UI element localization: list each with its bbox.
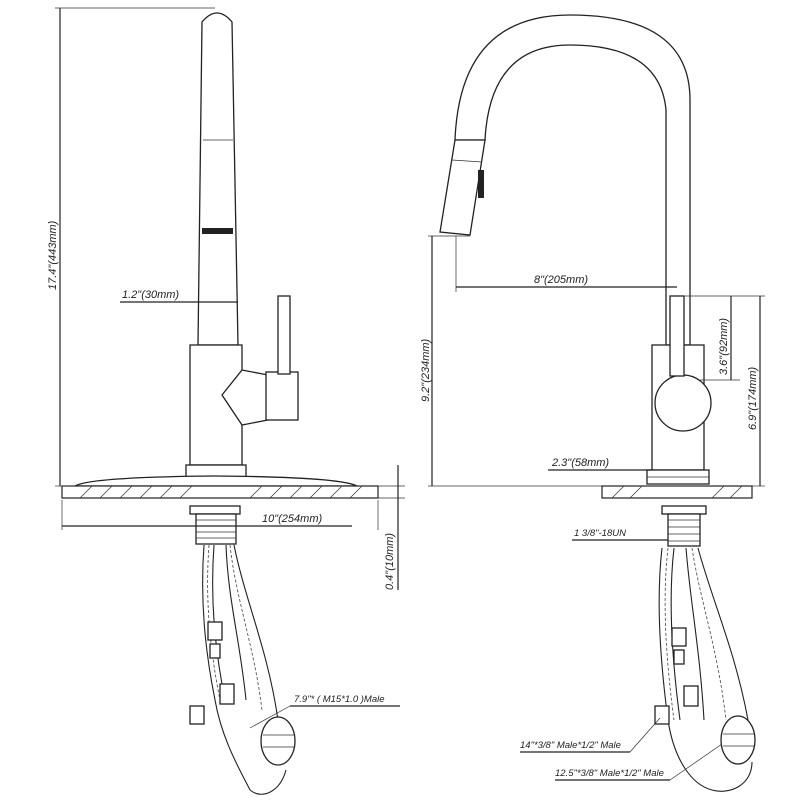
left-spray-ring [202,228,233,234]
right-hose1-label: 14"*3/8" Male*1/2" Male [520,740,621,751]
left-height-label: 17.4"(443mm) [47,220,59,290]
right-faucet-view [428,14,765,792]
right-spray-head [439,139,486,236]
left-hose-label: 7.9"* ( M15*1.0 )Male [294,694,385,705]
right-handle-label: 3.6"(92mm) [718,318,730,375]
left-faucet-view [55,7,405,795]
left-spout-dia-label: 1.2"(30mm) [122,289,179,301]
left-hoses [189,544,296,795]
right-reach-label: 8"(205mm) [534,274,588,286]
left-countertop [61,485,379,499]
left-handle-cap [265,371,299,421]
right-handle-lever [669,295,685,377]
right-handle-hub [654,374,712,432]
left-shank [195,513,237,545]
left-spout [197,12,239,346]
right-hoses [654,547,756,792]
left-deck-width-label: 10"(254mm) [262,513,322,525]
right-base-dia-label: 2.3"(58mm) [551,457,609,469]
left-hose-weight [260,716,296,766]
right-countertop [601,485,753,499]
right-hose2-label: 12.5"*3/8" Male*1/2" Male [555,768,664,779]
right-gooseneck [454,14,691,346]
left-deck-thickness-label: 0.4"(10mm) [384,533,396,590]
left-handle-lever [277,295,291,375]
right-body-height-label: 6.9"(174mm) [747,366,759,430]
left-deck-plate [72,475,358,487]
right-spout-height-label: 9.2"(234mm) [420,338,432,402]
right-thread-label: 1 3/8"-18UN [574,528,626,539]
right-hose-weight [720,715,756,765]
